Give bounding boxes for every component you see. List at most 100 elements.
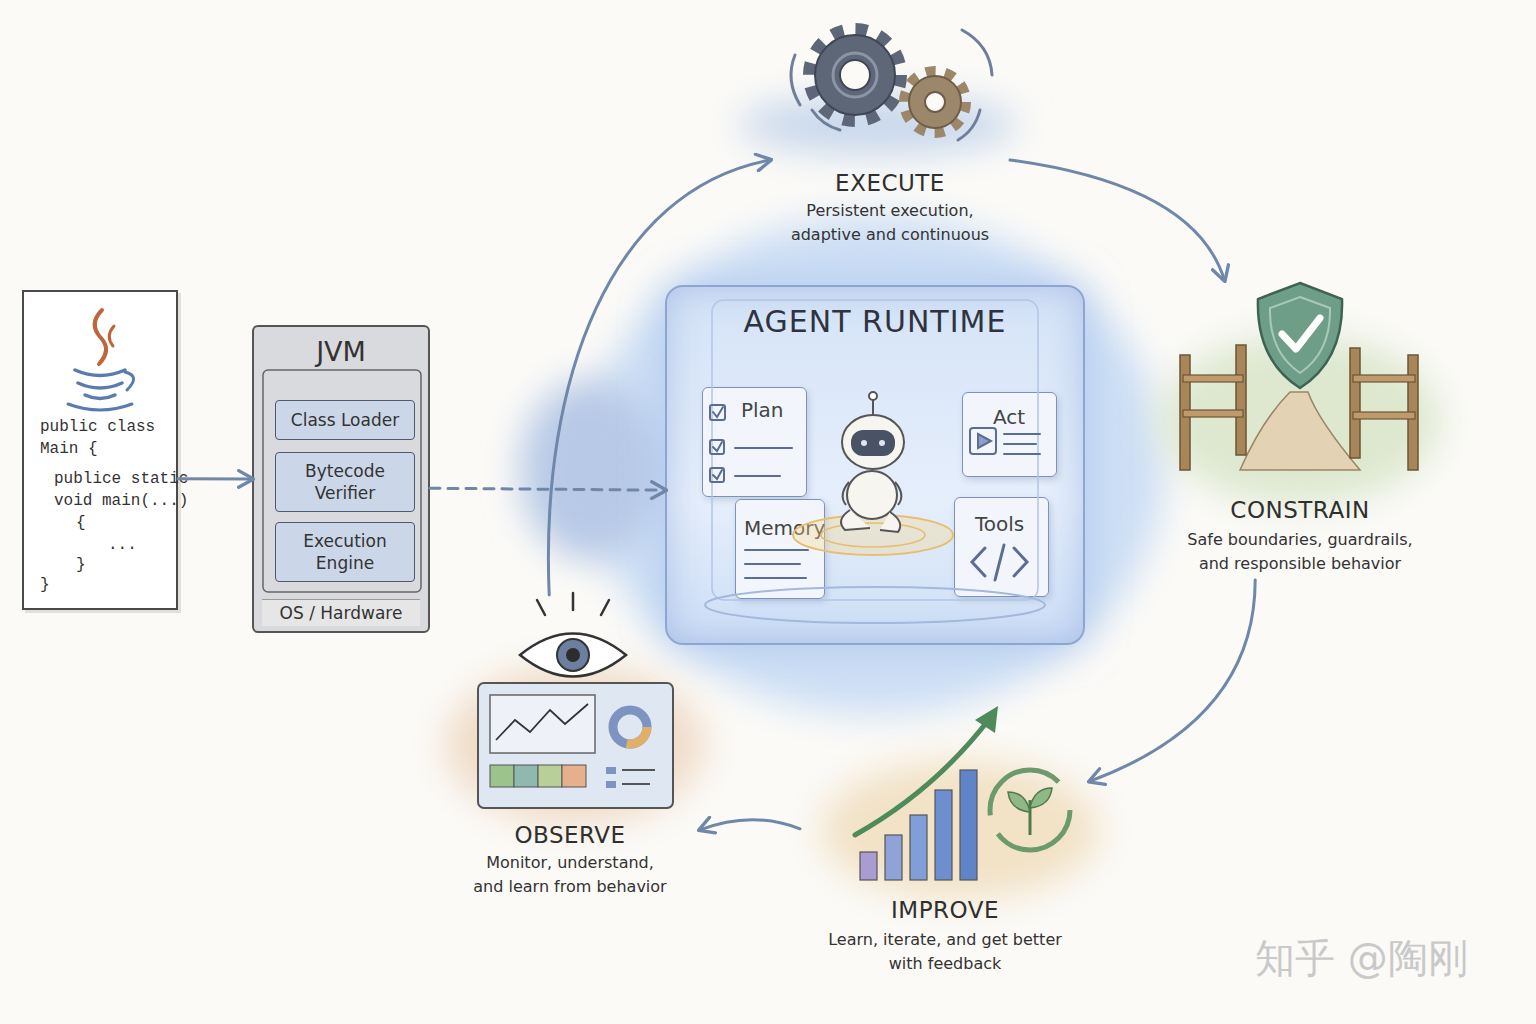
checkbox xyxy=(710,405,725,420)
node-text: Tools xyxy=(975,512,1045,536)
checkbox xyxy=(710,440,724,454)
gear-ring xyxy=(833,53,877,97)
runtime-container: AGENT RUNTIME Plan ActMemory Tools xyxy=(665,285,1085,645)
node-label: Class Loader xyxy=(291,409,399,431)
text-line xyxy=(1004,453,1040,455)
improve-wash xyxy=(820,760,1100,900)
node-title: OBSERVE xyxy=(440,822,700,848)
node-title: JVM xyxy=(254,337,428,367)
cycle-ring xyxy=(990,770,1070,850)
legend-line xyxy=(622,769,655,771)
cloud-wash xyxy=(738,95,1018,155)
improve-icon xyxy=(855,706,1070,880)
gear-body xyxy=(815,35,895,115)
glow-ring xyxy=(793,515,953,555)
code-panel: public class Main {publice static void m… xyxy=(22,290,178,610)
card-icons xyxy=(710,405,1040,580)
robot-visor xyxy=(851,430,895,456)
bar xyxy=(910,815,927,880)
line-chart xyxy=(496,704,588,740)
text-line xyxy=(735,447,792,449)
node-title: AGENT RUNTIME xyxy=(667,305,1083,339)
text-line xyxy=(1004,433,1040,435)
shield-rim xyxy=(1270,297,1330,373)
cup-line xyxy=(78,383,122,388)
component-box: Bytecode Verifier xyxy=(275,452,415,512)
cycle-stage: EXECUTE Persistent execution, adaptive an… xyxy=(770,25,1010,250)
java-logo xyxy=(68,310,134,410)
gear-body xyxy=(909,76,961,128)
bar xyxy=(935,790,952,880)
steam xyxy=(95,310,106,364)
check xyxy=(713,442,722,451)
platform xyxy=(705,587,1045,623)
node-title: IMPROVE xyxy=(800,897,1090,923)
node-title: EXECUTE xyxy=(770,170,1010,196)
color-block xyxy=(538,765,562,787)
cup-line xyxy=(85,395,115,399)
capability-card: Tools xyxy=(954,497,1049,597)
code-bracket xyxy=(972,548,985,576)
eye-ray xyxy=(572,593,575,610)
observe-wash xyxy=(445,665,705,825)
motion-arc xyxy=(962,30,992,75)
gear-hole xyxy=(925,92,945,112)
saucer xyxy=(68,404,132,410)
robot-body xyxy=(847,471,897,519)
color-block xyxy=(490,765,514,787)
bar xyxy=(885,835,902,880)
legend-dot xyxy=(606,767,616,774)
code-line: public class Main { xyxy=(40,416,170,460)
text-line xyxy=(745,577,806,579)
node-text: OS / Hardware xyxy=(262,599,420,626)
text-line xyxy=(745,549,808,551)
node-text: Safe boundaries, guardrails, and respons… xyxy=(1175,528,1425,576)
node-text: Act xyxy=(993,405,1043,429)
plant-stem xyxy=(1029,800,1032,835)
fence-rail xyxy=(1183,410,1243,417)
leaf xyxy=(1008,792,1030,812)
pupil xyxy=(566,648,580,662)
code-line: } xyxy=(40,574,80,596)
robot-leg xyxy=(880,512,900,532)
motion-arc xyxy=(812,110,840,130)
growth-arrow-head xyxy=(975,706,998,733)
capability-card: Memory xyxy=(735,499,825,599)
fence-rail xyxy=(1353,412,1415,419)
runtime-glow xyxy=(585,215,1165,715)
leaf xyxy=(1030,788,1052,808)
text-line xyxy=(1004,443,1036,445)
chart-panel xyxy=(490,695,595,753)
gear-teeth xyxy=(809,29,901,121)
color-block xyxy=(562,765,586,787)
jvm-box: JVM OS / Hardware Class LoaderBytecode Ver… xyxy=(252,325,430,633)
robot-eye xyxy=(879,440,885,446)
node-label: Bytecode Verifier xyxy=(286,460,404,504)
fence-post xyxy=(1408,355,1418,470)
cup-line xyxy=(75,370,125,376)
legend-dot xyxy=(606,781,616,788)
robot-arm xyxy=(843,482,849,505)
checkbox xyxy=(710,468,724,482)
node-title: CONSTRAIN xyxy=(1160,497,1440,523)
growth-arrow xyxy=(855,718,990,835)
node-text: Plan xyxy=(741,398,801,422)
eye xyxy=(520,634,626,677)
hill-wash xyxy=(1160,335,1440,505)
glow-ring xyxy=(821,523,925,547)
watermark: 知乎 @陶刚 xyxy=(1255,935,1468,981)
runtime-inner-frame xyxy=(712,300,1038,600)
steam xyxy=(109,326,114,346)
capability-card: Plan xyxy=(702,387,807,497)
iris xyxy=(557,639,589,671)
gear-hole xyxy=(840,60,870,90)
donut-segment xyxy=(613,710,647,744)
color-block xyxy=(514,765,538,787)
node-text: Persistent execution, adaptive and conti… xyxy=(780,199,1000,247)
capability-card: Act xyxy=(962,392,1057,477)
fence-rail xyxy=(1353,375,1415,382)
legend-line xyxy=(622,783,650,785)
motion-arc xyxy=(791,55,800,105)
